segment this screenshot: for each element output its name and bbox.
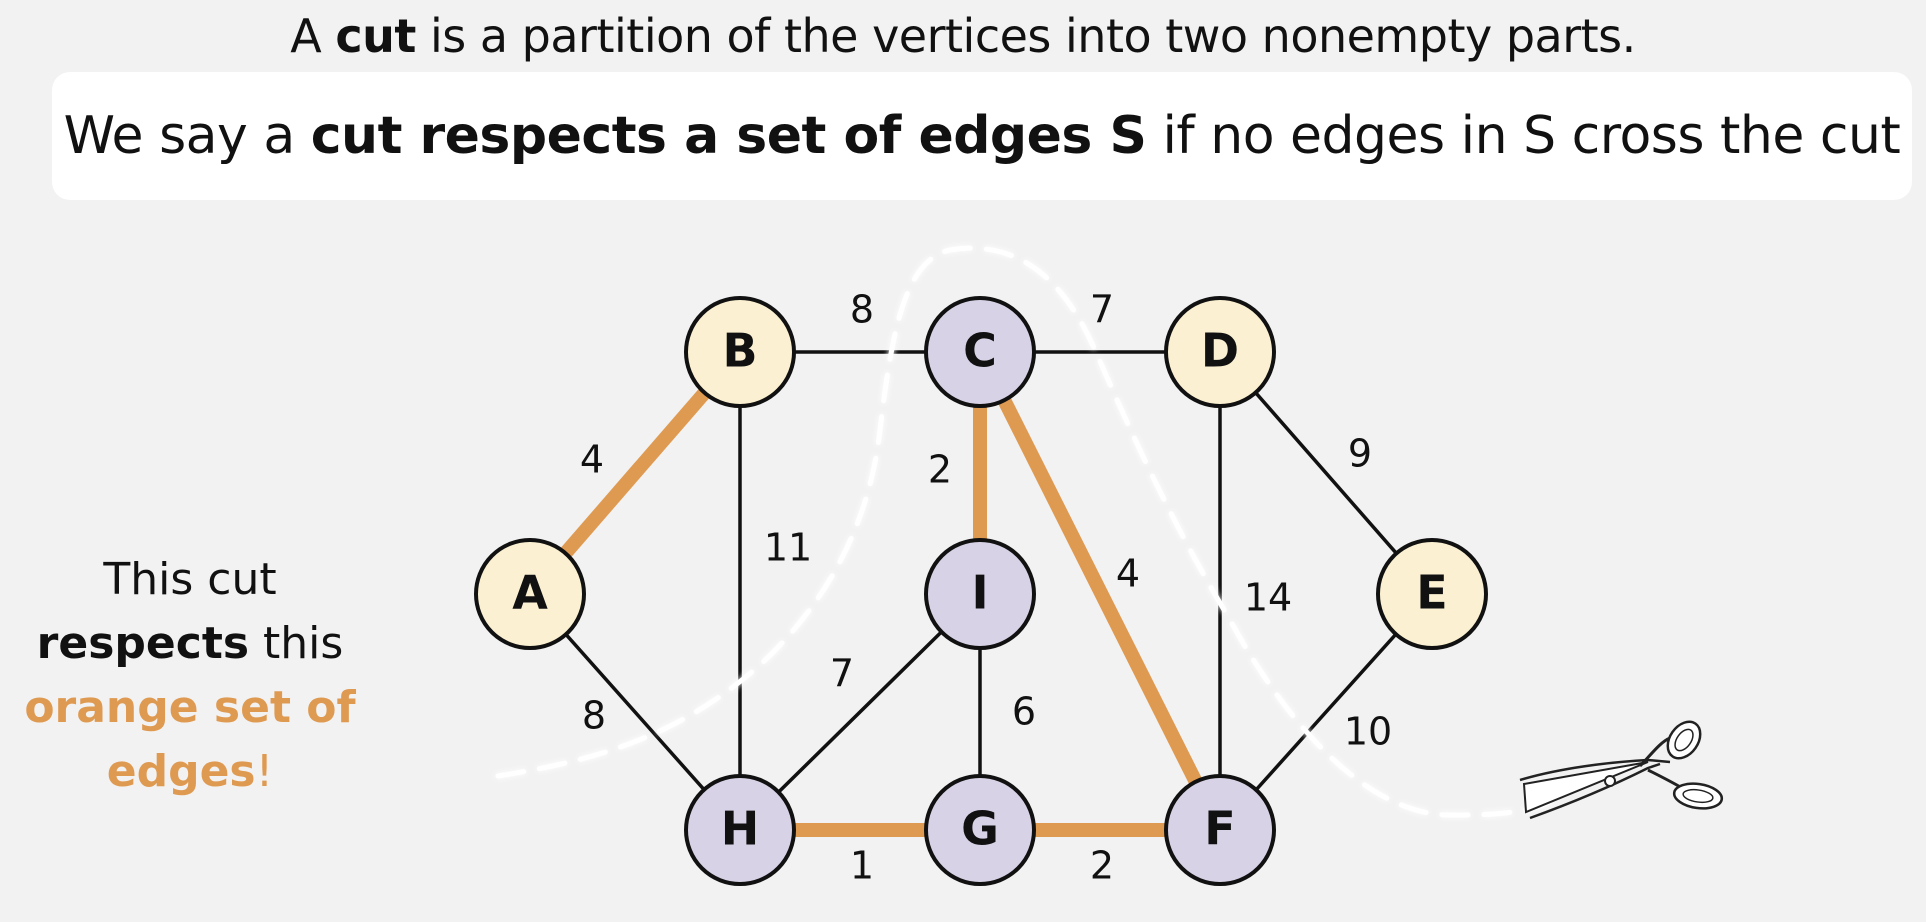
heading-prefix: A <box>290 9 336 63</box>
node-label: H <box>721 802 760 856</box>
edge-weight-b-h: 11 <box>764 526 812 570</box>
heading-suffix: is a partition of the vertices into two … <box>415 9 1636 63</box>
node-a: A <box>474 538 586 650</box>
node-i: I <box>924 538 1036 650</box>
edge-weight-c-d: 7 <box>1090 288 1114 332</box>
definition-suffix: if no edges in S cross the cut <box>1146 106 1901 166</box>
scissors-icon <box>1519 720 1724 820</box>
edge-weight-i-h: 7 <box>830 652 854 696</box>
edge-i-h <box>738 592 982 832</box>
caption: This cut respects this orange set of edg… <box>20 548 360 804</box>
node-e: E <box>1376 538 1488 650</box>
edge-weight-i-g: 6 <box>1012 690 1036 734</box>
caption-rest: this <box>249 618 344 669</box>
node-circle <box>924 774 1036 886</box>
edge-weight-e-f: 10 <box>1344 710 1392 754</box>
cut-definition-heading: A cut is a partition of the vertices int… <box>0 6 1926 66</box>
node-label: G <box>961 802 999 856</box>
node-label: I <box>971 566 988 620</box>
nodes-layer: A B C D E F G H I <box>474 296 1488 886</box>
edge-weight-a-h: 8 <box>582 694 606 738</box>
node-circle <box>1376 538 1488 650</box>
node-circle <box>924 538 1036 650</box>
edge-weight-c-i: 2 <box>928 448 952 492</box>
node-f: F <box>1164 774 1276 886</box>
node-h: H <box>684 774 796 886</box>
caption-punctuation: ! <box>255 746 274 797</box>
caption-line-2: respects this <box>20 612 360 676</box>
node-g: G <box>924 774 1036 886</box>
node-d: D <box>1164 296 1276 408</box>
node-label: D <box>1201 324 1239 378</box>
node-circle <box>684 296 796 408</box>
caption-orange-line-1: orange set of <box>24 682 356 733</box>
node-circle <box>924 296 1036 408</box>
edge-weight-c-f: 4 <box>1116 552 1140 596</box>
node-label: B <box>722 324 757 378</box>
caption-line-1: This cut <box>103 554 277 605</box>
edge-weight-d-e: 9 <box>1348 432 1372 476</box>
node-circle <box>684 774 796 886</box>
definition-prefix: We say a <box>63 106 311 166</box>
caption-line-4: edges! <box>20 740 360 804</box>
node-circle <box>1164 774 1276 886</box>
edge-weight-g-f: 2 <box>1090 844 1114 888</box>
node-c: C <box>924 296 1036 408</box>
edge-weight-h-g: 1 <box>850 844 874 888</box>
definition-term: cut respects a set of edges S <box>310 106 1147 166</box>
caption-orange-line-2: edges <box>106 746 256 797</box>
node-label: F <box>1204 802 1235 856</box>
node-label: E <box>1416 566 1447 620</box>
edge-weights-layer: 4 8 7 9 8 11 2 4 14 10 7 6 1 2 <box>580 288 1392 888</box>
node-b: B <box>684 296 796 408</box>
edge-c-f <box>973 348 1227 834</box>
edge-weight-d-f: 14 <box>1244 576 1292 620</box>
node-circle <box>474 538 586 650</box>
edge-weight-a-b: 4 <box>580 438 604 482</box>
caption-bold: respects <box>36 618 250 669</box>
edge-weight-b-c: 8 <box>850 288 874 332</box>
node-label: C <box>963 324 997 378</box>
respects-definition-box: We say a cut respects a set of edges S i… <box>52 72 1912 200</box>
node-circle <box>1164 296 1276 408</box>
node-label: A <box>512 566 548 620</box>
heading-term: cut <box>335 9 416 63</box>
